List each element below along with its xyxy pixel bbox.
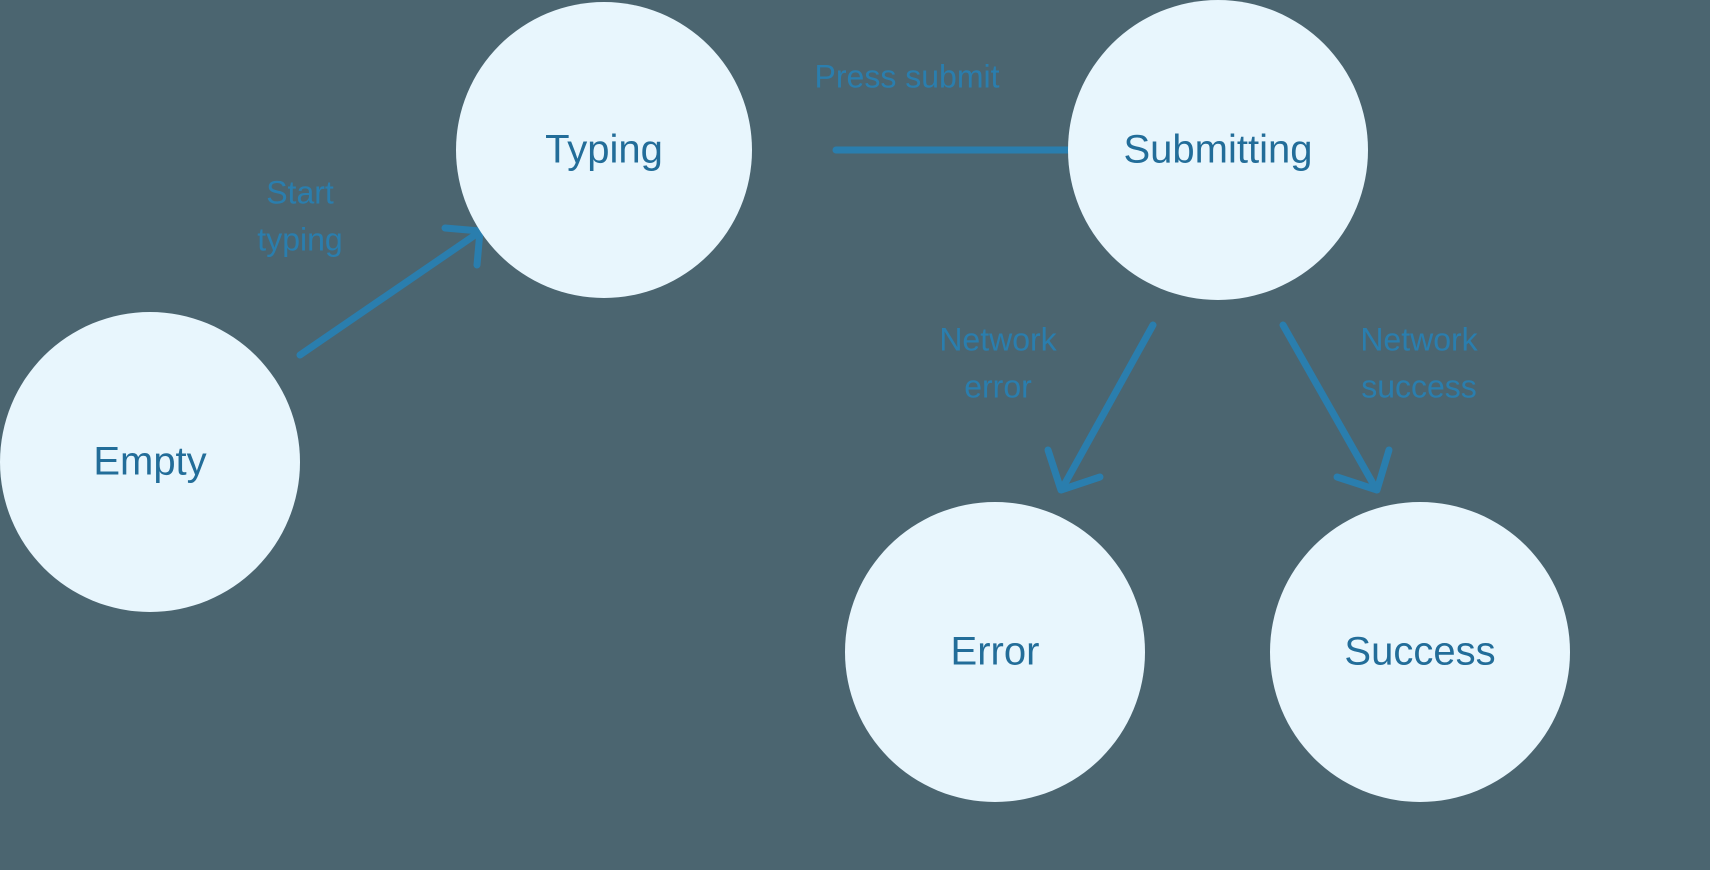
node-submitting-label: Submitting xyxy=(1124,128,1313,172)
edge-submitting-to-success-line xyxy=(1279,321,1379,491)
edge-empty-to-typing-label-line-2: typing xyxy=(257,221,342,257)
node-submitting[interactable]: Submitting xyxy=(1068,0,1368,300)
node-empty-label: Empty xyxy=(93,440,206,484)
node-empty[interactable]: Empty xyxy=(0,312,300,612)
node-error-circle[interactable] xyxy=(845,502,1145,802)
edge-submitting-to-error-label-line-2: error xyxy=(964,368,1032,404)
edge-submitting-to-error-line xyxy=(1059,321,1157,491)
edge-submitting-to-success-label-line-1: Network xyxy=(1360,321,1478,357)
edge-empty-to-typing-line xyxy=(296,229,482,359)
node-submitting-circle[interactable] xyxy=(1068,0,1368,300)
edge-empty-to-typing: Start typing xyxy=(257,174,484,359)
node-success-label: Success xyxy=(1344,630,1495,674)
node-empty-circle[interactable] xyxy=(0,312,300,612)
node-error-label: Error xyxy=(951,630,1040,674)
edge-submitting-to-success-label-line-2: success xyxy=(1361,368,1477,404)
node-success[interactable]: Success xyxy=(1270,502,1570,802)
edge-empty-to-typing-label-line-1: Start xyxy=(266,174,334,210)
node-typing-label: Typing xyxy=(545,128,663,172)
node-success-circle[interactable] xyxy=(1270,502,1570,802)
edge-submitting-to-success-arrowhead xyxy=(1333,446,1393,494)
edge-empty-to-typing-arrowhead xyxy=(441,224,484,269)
node-typing-circle[interactable] xyxy=(456,2,752,298)
edge-typing-to-submitting: Press submit xyxy=(815,58,1150,184)
edge-submitting-to-error-arrowhead xyxy=(1044,446,1104,494)
edge-submitting-to-error: Network error xyxy=(939,321,1157,494)
edge-typing-to-submitting-label: Press submit xyxy=(815,58,1000,94)
edge-submitting-to-success: Network success xyxy=(1279,321,1479,494)
edge-submitting-to-error-label-line-1: Network xyxy=(939,321,1057,357)
node-error[interactable]: Error xyxy=(845,502,1145,802)
node-typing[interactable]: Typing xyxy=(456,2,752,298)
